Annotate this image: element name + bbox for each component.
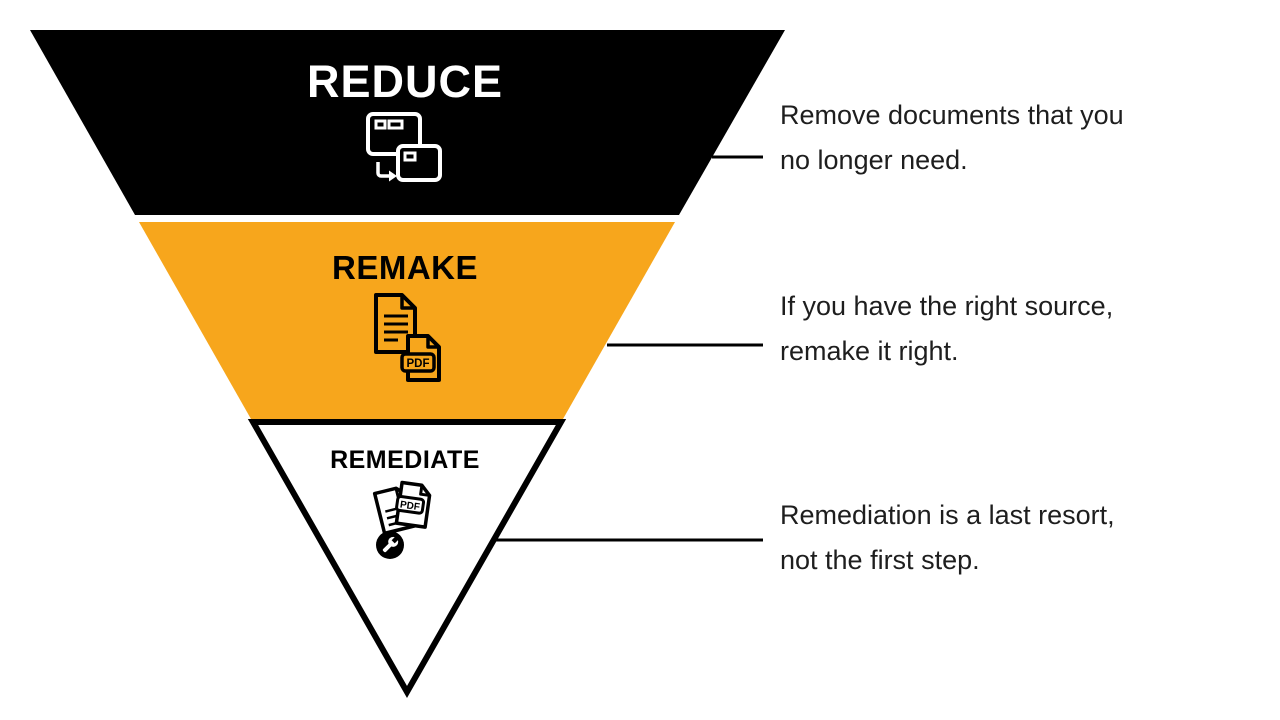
description-line: Remediation is a last resort,: [780, 500, 1115, 530]
tier-description-remediate: Remediation is a last resort, not the fi…: [780, 493, 1115, 583]
document-to-pdf-icon: PDF: [374, 293, 441, 382]
windows-convert-icon: [366, 112, 442, 182]
description-line: no longer need.: [780, 145, 968, 175]
description-line: Remove documents that you: [780, 100, 1124, 130]
tier-reduce-shape: [30, 30, 785, 215]
tier-label-remediate: REMEDIATE: [330, 446, 480, 474]
tier-remake-shape: [139, 222, 675, 419]
tier-label-remake: REMAKE: [331, 249, 478, 286]
pdf-badge-text: PDF: [407, 358, 430, 370]
pdf-repair-icon: PDF: [372, 480, 432, 559]
tier-description-reduce: Remove documents that you no longer need…: [780, 93, 1124, 183]
description-line: If you have the right source,: [780, 291, 1114, 321]
description-line: remake it right.: [780, 336, 959, 366]
tier-label-reduce: REDUCE: [306, 56, 504, 107]
pdf-badge-text: PDF: [399, 499, 420, 513]
tier-description-remake: If you have the right source, remake it …: [780, 284, 1113, 374]
tier-remediate-shape: [247, 419, 567, 699]
wrench-icon: [382, 535, 400, 553]
description-line: not the first step.: [780, 545, 980, 575]
